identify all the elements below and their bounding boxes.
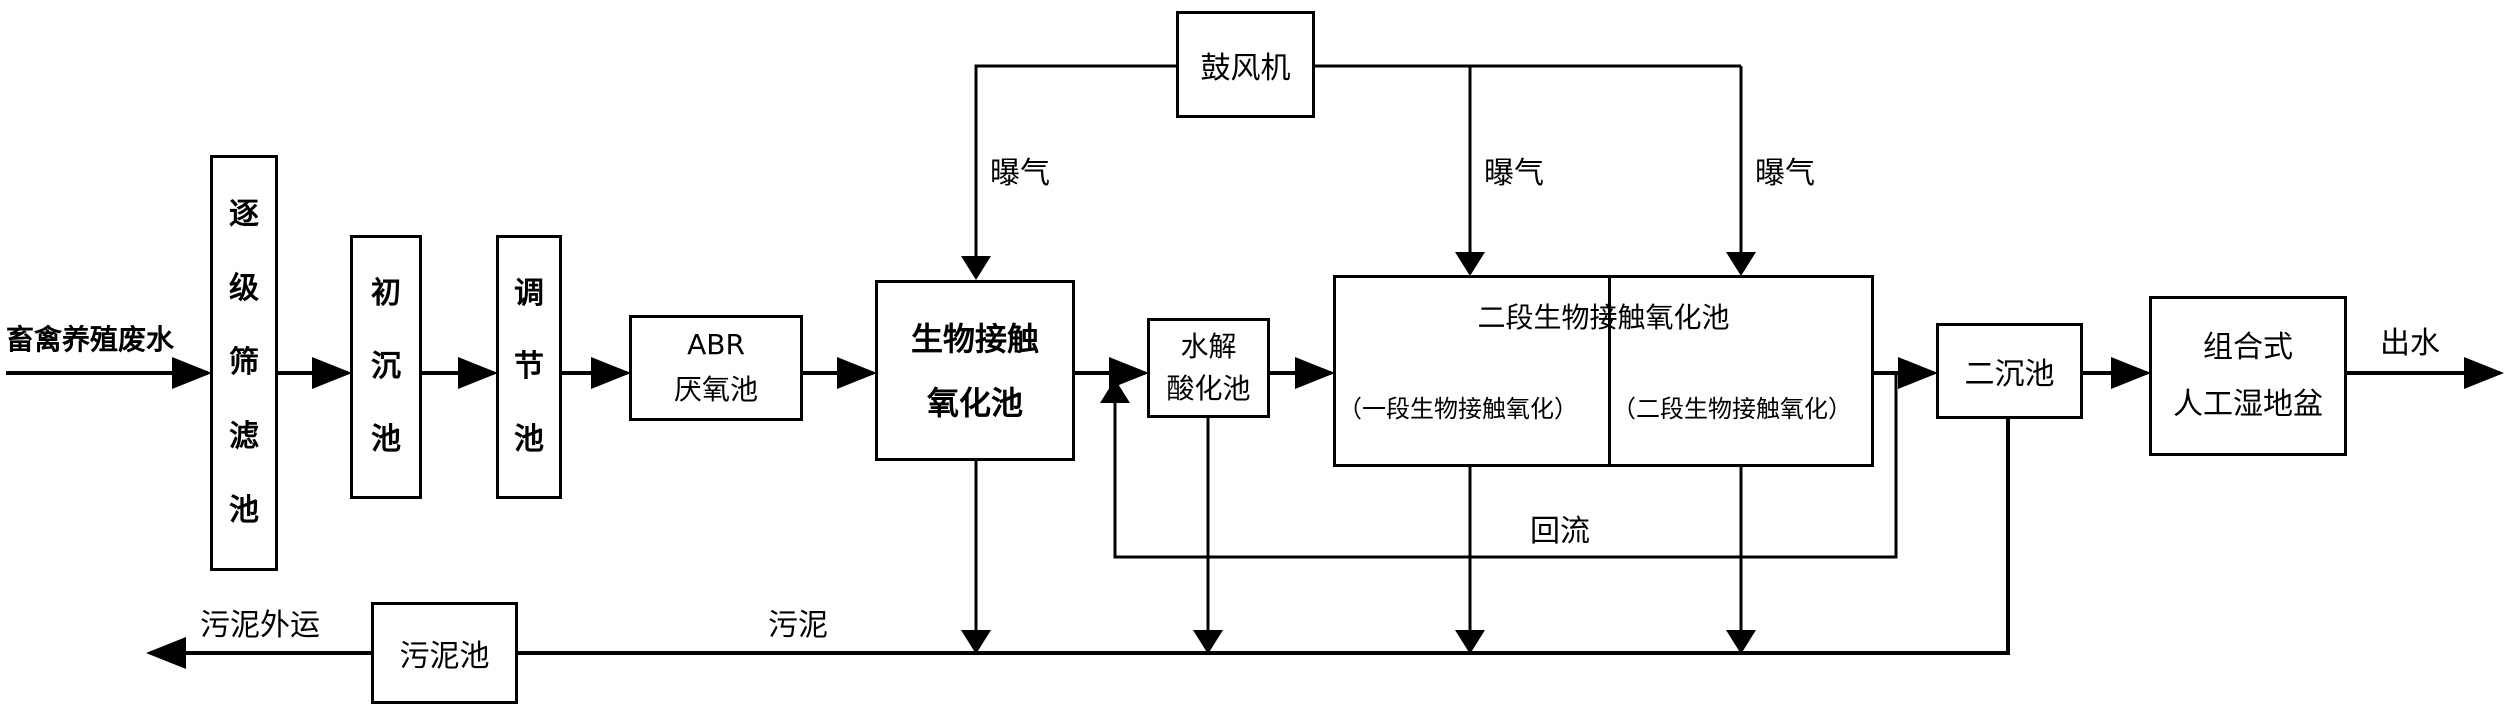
equalization-tank: 调 节 池 (496, 235, 562, 499)
aeration-label-2: 曝气 (1484, 156, 1544, 191)
secondary-sed-label: 二沉池 (1964, 357, 2055, 392)
sludge-tank: 污泥池 (371, 602, 518, 704)
equalization-char: 调 (514, 276, 544, 312)
influent-label: 畜禽养殖废水 (6, 323, 175, 356)
screening-filter-tank: 逐 级 筛 滤 池 (210, 155, 278, 571)
reflux-label: 回流 (1530, 514, 1590, 549)
two-stage-title: 二段生物接触氧化池 (1477, 301, 1730, 334)
hydrolysis-line2: 酸化池 (1166, 372, 1251, 405)
bio-contact-oxidation-tank: 生物接触 氧化池 (875, 280, 1075, 461)
reflux-loop (1100, 373, 1898, 559)
sludge-out-label: 污泥外运 (200, 608, 320, 643)
screening-char: 池 (229, 493, 259, 528)
bio-contact-line2: 氧化池 (926, 383, 1023, 422)
sludge-drop-sec (518, 419, 2010, 655)
equalization-char: 节 (514, 348, 544, 384)
wetland-line1: 组合式 (2203, 330, 2293, 365)
blower-label: 鼓风机 (1200, 50, 1291, 86)
aeration-label-3: 曝气 (1755, 156, 1815, 191)
screening-char: 逐 (229, 197, 259, 232)
hydrolysis-acidification-tank: 水解 酸化池 (1147, 318, 1270, 418)
secondary-sedimentation-tank: 二沉池 (1936, 323, 2083, 419)
blower: 鼓风机 (1176, 11, 1315, 118)
two-stage-bio-contact-tank: 二段生物接触氧化池 （一段生物接触氧化） （二段生物接触氧化） (1333, 275, 1874, 467)
stage-divider (1608, 278, 1611, 464)
primary-sed-char: 池 (371, 421, 401, 457)
primary-sed-char: 沉 (371, 348, 401, 384)
hydrolysis-line1: 水解 (1180, 330, 1237, 363)
screening-char: 筛 (229, 345, 259, 380)
stage1-label: （一段生物接触氧化） (1338, 395, 1578, 423)
wetland-line2: 人工湿地盆 (2173, 387, 2323, 422)
stage2-label: （二段生物接触氧化） (1612, 395, 1852, 423)
primary-sedimentation-tank: 初 沉 池 (350, 235, 422, 499)
sludge-label: 污泥 (768, 608, 828, 643)
screening-char: 级 (229, 271, 259, 306)
abr-anaerobic-tank: ABR 厌氧池 (629, 315, 803, 421)
aeration-label-1: 曝气 (990, 156, 1050, 191)
primary-sed-char: 初 (371, 276, 401, 312)
constructed-wetland: 组合式 人工湿地盆 (2149, 296, 2347, 456)
screening-char: 滤 (229, 419, 259, 454)
equalization-char: 池 (514, 421, 544, 457)
bio-contact-line1: 生物接触 (910, 319, 1039, 358)
abr-line1: ABR (687, 328, 745, 362)
abr-line2: 厌氧池 (673, 373, 758, 406)
effluent-label: 出水 (2380, 326, 2440, 361)
sludge-tank-label: 污泥池 (399, 639, 490, 674)
